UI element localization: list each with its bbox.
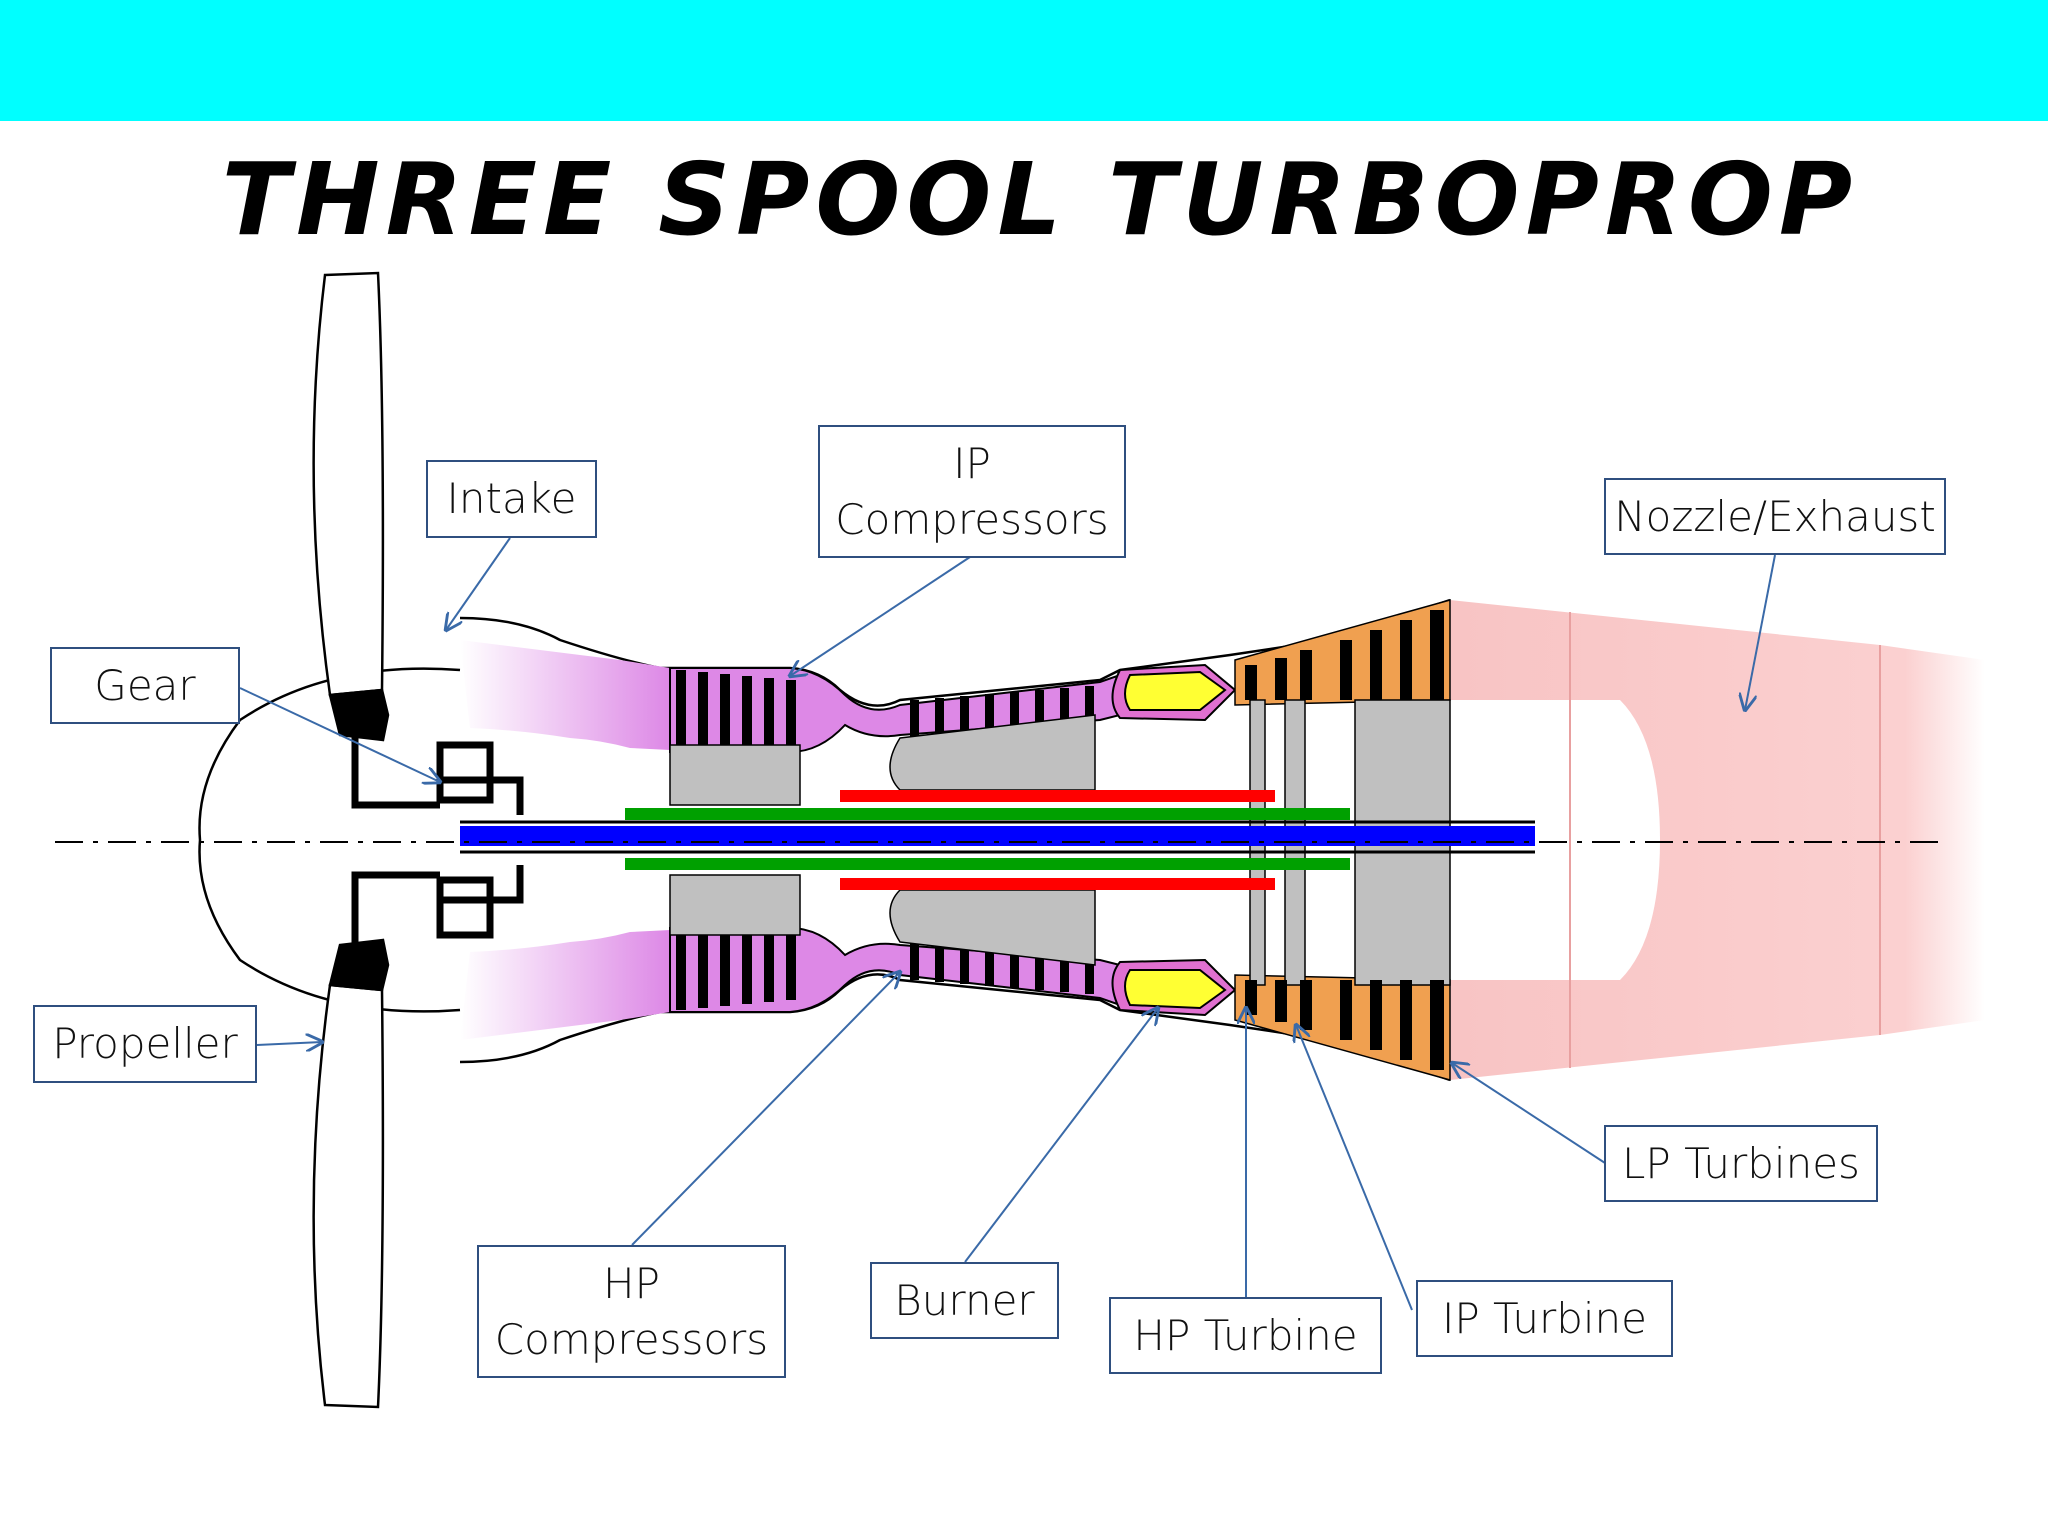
intake-duct (460, 640, 670, 1040)
header-band (0, 0, 2048, 121)
ip-shaft-upper (625, 808, 1350, 820)
burner-label: Burner (870, 1262, 1059, 1339)
leader-arrows (239, 537, 1776, 1311)
nozzle-exhaust-label: Nozzle/Exhaust (1604, 478, 1946, 555)
compressor-blades (676, 670, 1094, 1010)
hp-turbine-label: HP Turbine (1109, 1297, 1382, 1374)
hp-shaft-upper (840, 790, 1275, 802)
spinner (198, 667, 461, 1013)
compressor-discs (669, 714, 1096, 966)
gear-label: Gear (50, 647, 240, 724)
propeller (312, 271, 390, 1409)
lp-turbines-label: LP Turbines (1604, 1125, 1878, 1202)
hp-compressors-label: HP Compressors (477, 1245, 786, 1378)
diagram-title: THREE SPOOL TURBOPROP (221, 141, 1859, 258)
propeller-label: Propeller (33, 1005, 257, 1083)
burner (1111, 663, 1237, 1017)
gearbox (351, 735, 524, 945)
exhaust-nozzle (1450, 600, 1985, 1080)
ip-shaft-lower (625, 858, 1350, 870)
hp-shaft-lower (840, 878, 1275, 890)
ip-turbine-label: IP Turbine (1416, 1280, 1673, 1357)
ip-compressors-label: IP Compressors (818, 425, 1126, 558)
intake-label: Intake (426, 460, 597, 538)
